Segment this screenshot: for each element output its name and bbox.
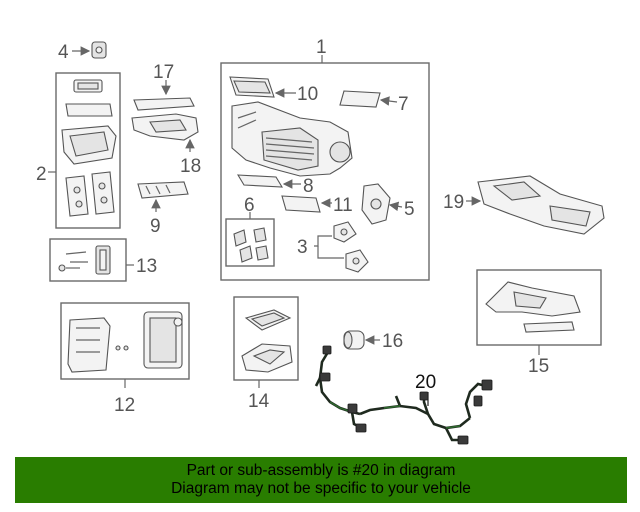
part-2-brackets[interactable] bbox=[65, 171, 115, 217]
part-4-clip[interactable] bbox=[91, 41, 107, 59]
callout-3[interactable]: 3 bbox=[297, 237, 308, 258]
callout-10[interactable]: 10 bbox=[297, 84, 318, 105]
part-20-wiring-harness[interactable] bbox=[314, 345, 493, 445]
group-box-1 bbox=[220, 62, 430, 281]
part-14-duct[interactable] bbox=[241, 343, 293, 373]
part-17-panel[interactable] bbox=[133, 97, 195, 111]
part-6-clips[interactable] bbox=[233, 227, 269, 263]
part-2-filter-top[interactable] bbox=[73, 79, 103, 93]
part-10-filter-door[interactable] bbox=[229, 76, 275, 98]
callout-17[interactable]: 17 bbox=[153, 62, 174, 83]
callout-12[interactable]: 12 bbox=[114, 395, 135, 416]
part-18-duct[interactable] bbox=[131, 113, 199, 141]
callout-1[interactable]: 1 bbox=[316, 37, 327, 58]
part-8-door[interactable] bbox=[236, 174, 284, 188]
part-3-sensor-lower[interactable] bbox=[345, 249, 369, 273]
callout-7[interactable]: 7 bbox=[398, 94, 409, 115]
part-14-door[interactable] bbox=[244, 309, 292, 331]
part-12-evaporator[interactable] bbox=[67, 317, 129, 373]
callout-13[interactable]: 13 bbox=[136, 256, 157, 277]
part-2-filter-mid[interactable] bbox=[65, 103, 113, 117]
part-7-plate[interactable] bbox=[339, 90, 381, 108]
footer-line-1: Part or sub-assembly is #20 in diagram bbox=[186, 462, 456, 479]
footer-line-2: Diagram may not be specific to your vehi… bbox=[171, 480, 471, 497]
part-5-actuator[interactable] bbox=[361, 183, 391, 225]
callout-4[interactable]: 4 bbox=[58, 42, 69, 63]
callout-9[interactable]: 9 bbox=[150, 216, 161, 237]
group-box-14 bbox=[233, 296, 299, 381]
callout-15[interactable]: 15 bbox=[528, 356, 549, 377]
part-16-grommet[interactable] bbox=[343, 330, 365, 350]
callout-5[interactable]: 5 bbox=[404, 199, 415, 220]
callout-11[interactable]: 11 bbox=[333, 195, 353, 216]
part-13-sensor-kit[interactable] bbox=[58, 245, 111, 275]
callout-16[interactable]: 16 bbox=[382, 331, 403, 352]
part-12-heater-core[interactable] bbox=[143, 311, 183, 369]
callout-18[interactable]: 18 bbox=[180, 156, 201, 177]
part-2-duct[interactable] bbox=[61, 125, 117, 165]
part-11-door[interactable] bbox=[281, 195, 321, 213]
footer-banner: Part or sub-assembly is #20 in diagram D… bbox=[15, 457, 627, 503]
part-9-panel[interactable] bbox=[137, 181, 189, 199]
group-box-13 bbox=[49, 238, 127, 282]
callout-20[interactable]: 20 bbox=[415, 372, 436, 393]
part-15-duct[interactable] bbox=[485, 281, 581, 333]
part-19-duct[interactable] bbox=[477, 175, 605, 235]
callout-8[interactable]: 8 bbox=[303, 176, 314, 197]
part-3-sensor-upper[interactable] bbox=[333, 221, 357, 243]
group-box-2 bbox=[55, 72, 121, 229]
callout-19[interactable]: 19 bbox=[443, 192, 464, 213]
callout-2[interactable]: 2 bbox=[36, 164, 47, 185]
callout-6[interactable]: 6 bbox=[244, 195, 255, 216]
part-1-hvac-housing[interactable] bbox=[231, 101, 353, 177]
callout-14[interactable]: 14 bbox=[248, 391, 270, 412]
